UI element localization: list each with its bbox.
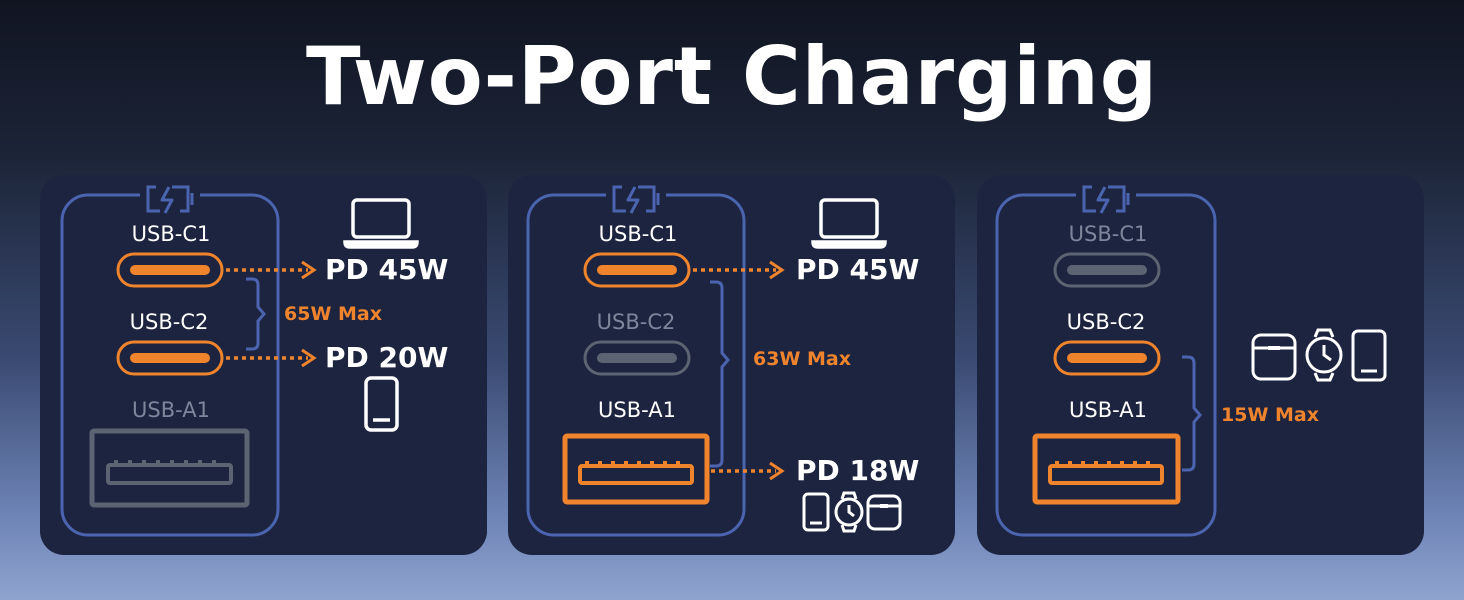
usb-c1-port[interactable]: [116, 252, 224, 288]
pd-output-c1: PD 45W: [325, 253, 449, 286]
pd-output-a1: PD 18W: [796, 454, 920, 487]
earbuds-case-icon: [1251, 333, 1297, 381]
arrow-c1-output: [226, 260, 317, 280]
max-power-label: 65W Max: [284, 303, 382, 325]
usb-c2-label: USB-C2: [596, 310, 676, 334]
watch-icon: [1305, 328, 1343, 382]
usb-a1-port[interactable]: [562, 433, 710, 505]
usb-a1-label: USB-A1: [132, 398, 210, 422]
arrow-c2-output: [226, 348, 317, 368]
usb-c1-label: USB-C1: [1068, 222, 1148, 246]
panel-c1-a1: USB-C1 USB-C2 USB-A1 PD 45W PD 18W 63W M…: [508, 175, 955, 555]
panel-c1-c2: USB-C1 USB-C2 USB-A1 PD 45W PD 20W 65W M…: [40, 175, 487, 555]
usb-c2-label: USB-C2: [1066, 310, 1146, 334]
battery-charging-icon: [146, 185, 194, 214]
laptop-icon: [343, 198, 419, 249]
pd-output-c1: PD 45W: [796, 253, 920, 286]
phone-icon: [364, 376, 399, 432]
usb-c2-port[interactable]: [116, 340, 224, 376]
max-power-label: 63W Max: [753, 348, 851, 370]
usb-c1-label: USB-C1: [131, 222, 211, 246]
phone-icon: [802, 492, 830, 532]
max-power-label: 15W Max: [1221, 404, 1319, 426]
usb-c2-label: USB-C2: [129, 310, 209, 334]
usb-a1-port[interactable]: [89, 428, 250, 508]
pd-output-c2: PD 20W: [325, 341, 449, 374]
watch-icon: [834, 491, 864, 533]
arrow-a1-output: [711, 461, 785, 481]
usb-a1-label: USB-A1: [598, 398, 676, 422]
battery-charging-icon: [612, 185, 660, 214]
page-title: Two-Port Charging: [306, 30, 1158, 123]
earbuds-case-icon: [866, 494, 902, 531]
max-bracket: [246, 277, 266, 351]
usb-a1-port[interactable]: [1032, 433, 1181, 505]
phone-icon: [1351, 329, 1387, 382]
usb-a1-label: USB-A1: [1069, 398, 1147, 422]
max-bracket: [1182, 355, 1202, 472]
usb-c1-port[interactable]: [1053, 252, 1161, 288]
usb-c1-label: USB-C1: [598, 222, 678, 246]
usb-c1-port[interactable]: [583, 252, 691, 288]
arrow-c1-output: [693, 260, 785, 280]
max-bracket: [710, 280, 730, 468]
usb-c2-port[interactable]: [583, 340, 691, 376]
panel-c2-a1: USB-C1 USB-C2 USB-A1 15W Max: [977, 175, 1424, 555]
laptop-icon: [811, 198, 887, 249]
battery-charging-icon: [1082, 185, 1130, 214]
usb-c2-port[interactable]: [1053, 340, 1161, 376]
